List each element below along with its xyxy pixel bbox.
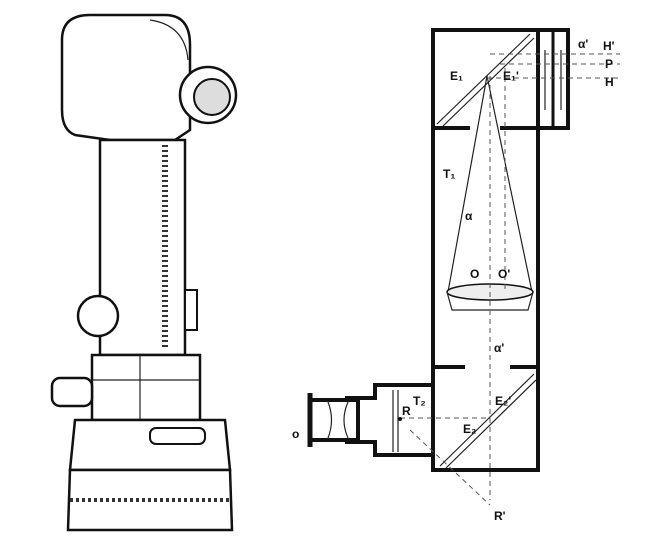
label-alpha-prime-mid: α' bbox=[494, 341, 504, 355]
label-alpha: α bbox=[465, 209, 473, 223]
label-alpha-prime-top: α' bbox=[578, 37, 588, 51]
label-T2: T₂ bbox=[413, 394, 426, 408]
label-R: R bbox=[402, 404, 411, 418]
instrument-drawing bbox=[50, 13, 238, 532]
label-E2-prime: E₂' bbox=[495, 394, 511, 408]
optical-schematic bbox=[307, 28, 620, 506]
label-O: O bbox=[470, 267, 479, 281]
label-E1-prime: E₁' bbox=[503, 69, 519, 83]
label-H: H bbox=[605, 75, 614, 89]
label-O-prime: O' bbox=[498, 267, 510, 281]
label-T1: T₁ bbox=[443, 167, 455, 181]
label-P: P bbox=[605, 57, 613, 71]
label-R-prime: R' bbox=[494, 509, 506, 523]
label-H-prime: H' bbox=[603, 39, 615, 53]
label-E1: E₁ bbox=[450, 69, 463, 83]
label-E2: E₂ bbox=[463, 422, 476, 436]
label-o: o bbox=[292, 427, 299, 441]
